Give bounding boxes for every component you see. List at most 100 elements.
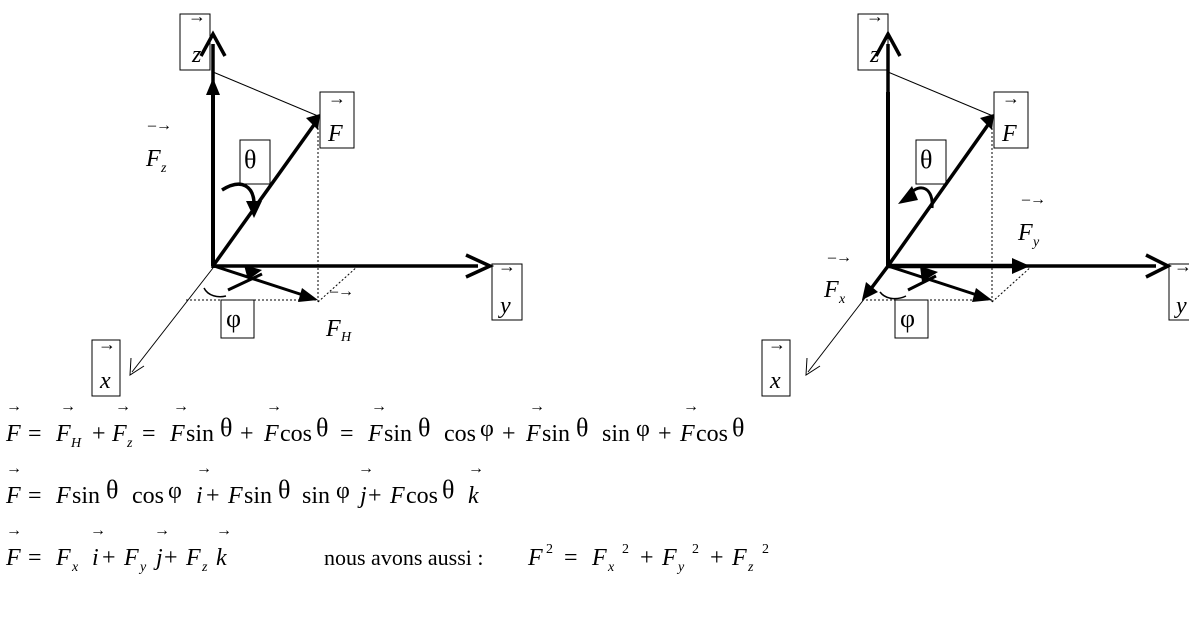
equation-2: → F = F sin θ cos φ → i + F sin θ sin φ … — [5, 460, 484, 509]
phi-arc-upper — [227, 272, 263, 292]
svg-text:F: F — [55, 421, 71, 447]
y-axis-label: y — [498, 293, 511, 319]
svg-text:F: F — [263, 421, 279, 447]
svg-text:H: H — [70, 436, 82, 451]
fy-subscript: y — [1031, 235, 1040, 250]
svg-text:→: → — [866, 6, 884, 26]
svg-text:z: z — [747, 560, 754, 575]
svg-text:→: → — [154, 522, 170, 539]
svg-text:F: F — [227, 483, 243, 509]
fz-label: F — [145, 146, 161, 172]
svg-text:→: → — [196, 460, 212, 477]
fh-label: F — [325, 316, 341, 342]
svg-text:z: z — [126, 436, 133, 451]
svg-text:sin: sin — [244, 483, 272, 509]
svg-text:i: i — [92, 545, 99, 571]
svg-text:sin: sin — [384, 421, 412, 447]
svg-text:θ: θ — [732, 413, 744, 442]
svg-text:sin: sin — [602, 421, 630, 447]
svg-text:F: F — [5, 421, 21, 447]
svg-text:θ: θ — [106, 475, 118, 504]
svg-text:φ: φ — [336, 478, 350, 504]
svg-text:F: F — [169, 421, 185, 447]
x-axis-arrowhead — [805, 357, 821, 376]
svg-text:cos: cos — [132, 483, 164, 509]
svg-text:=: = — [564, 545, 578, 571]
svg-text:F: F — [5, 545, 21, 571]
svg-text:→: → — [266, 398, 282, 415]
svg-text:+: + — [206, 483, 220, 509]
phi-arrowhead — [244, 265, 262, 280]
f-vector — [886, 120, 992, 268]
svg-text:i: i — [196, 483, 203, 509]
phi-label: φ — [900, 304, 915, 333]
svg-text:+: + — [658, 421, 672, 447]
z-axis-label: z — [191, 42, 202, 68]
svg-text:F: F — [55, 483, 71, 509]
fz-subscript: z — [160, 161, 167, 176]
svg-text:sin: sin — [542, 421, 570, 447]
fx-arrowhead — [862, 282, 878, 300]
svg-text:F: F — [527, 545, 543, 571]
svg-text:→: → — [1002, 88, 1020, 108]
base-dotted-right — [991, 265, 1033, 303]
svg-text:F: F — [389, 483, 405, 509]
svg-text:=: = — [28, 545, 42, 571]
fx-subscript: x — [838, 292, 846, 307]
svg-text:=: = — [28, 421, 42, 447]
svg-text:cos: cos — [280, 421, 312, 447]
fy-arrowhead — [1012, 258, 1030, 274]
svg-text:→: → — [188, 6, 206, 26]
svg-text:→: → — [371, 398, 387, 415]
svg-text:2: 2 — [622, 542, 629, 557]
f-vector-label: F — [1001, 121, 1017, 147]
fh-vector — [887, 264, 981, 298]
f-arrowhead — [980, 114, 994, 130]
svg-text:→: → — [216, 522, 232, 539]
svg-text:→: → — [358, 460, 374, 477]
svg-text:F: F — [367, 421, 383, 447]
left-diagram: → z → F –→ F z θ → y φ –→ F H → x — [91, 6, 523, 397]
phi-arrowhead — [920, 266, 938, 282]
svg-text:2: 2 — [692, 542, 699, 557]
f-vector — [211, 120, 318, 268]
svg-text:→: → — [468, 460, 484, 477]
phi-arc-upper — [907, 274, 937, 292]
svg-text:+: + — [710, 545, 724, 571]
svg-text:θ: θ — [220, 413, 232, 442]
fx-label: F — [823, 277, 839, 303]
base-dotted-right — [317, 265, 359, 303]
svg-text:→: → — [529, 398, 545, 415]
z-axis-arrowhead — [199, 30, 227, 57]
svg-text:→: → — [768, 334, 786, 354]
svg-text:→: → — [115, 398, 131, 415]
theta-arc-arrowhead — [246, 201, 262, 218]
svg-text:F: F — [661, 545, 677, 571]
svg-text:→: → — [498, 256, 516, 276]
svg-text:k: k — [216, 545, 227, 571]
svg-text:F: F — [55, 545, 71, 571]
fz-arrowhead — [206, 78, 220, 95]
svg-text:sin: sin — [186, 421, 214, 447]
svg-text:+: + — [640, 545, 654, 571]
svg-text:→: → — [60, 398, 76, 415]
svg-text:=: = — [142, 421, 156, 447]
fh-arrowhead — [298, 288, 318, 302]
f-arrowhead — [306, 114, 320, 130]
svg-text:→: → — [6, 460, 22, 477]
svg-text:φ: φ — [480, 416, 494, 442]
theta-label: θ — [244, 145, 256, 174]
svg-text:=: = — [340, 421, 354, 447]
svg-text:+: + — [164, 545, 178, 571]
z-axis-label: z — [869, 42, 880, 68]
x-axis-label: x — [769, 368, 781, 394]
phi-arc — [879, 291, 907, 300]
svg-text:cos: cos — [444, 421, 476, 447]
y-axis-arrowhead — [465, 253, 495, 279]
y-axis-arrowhead — [1145, 253, 1172, 279]
equation-3: → F = F x → i + F y → j + F z → k nous a… — [5, 522, 769, 575]
svg-text:→: → — [683, 398, 699, 415]
phi-arc — [203, 287, 227, 298]
phi-label: φ — [226, 304, 241, 333]
svg-text:F: F — [111, 421, 127, 447]
